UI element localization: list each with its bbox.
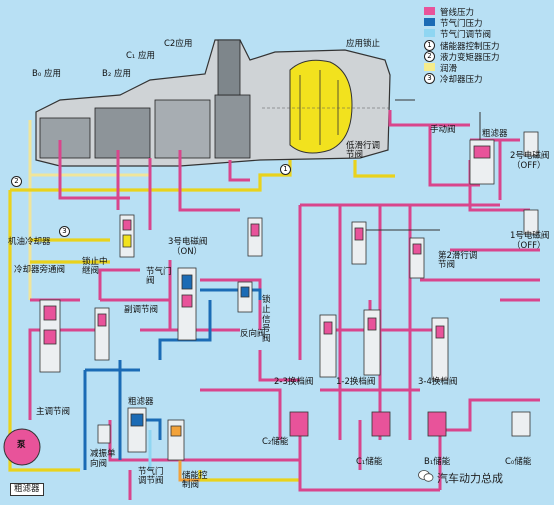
accumulators bbox=[289, 411, 531, 437]
label-shift-2-3: 2-3换档阀 bbox=[274, 377, 314, 387]
label-primary-regulator: 主调节阀 bbox=[36, 407, 71, 417]
legend-item: 节气门调节阀 bbox=[424, 28, 552, 41]
label-lockup-relay: 锁止中继阀 bbox=[82, 257, 108, 277]
legend-label: 节气门压力 bbox=[440, 19, 483, 30]
label-b1-accumulator: B₁储能 bbox=[424, 457, 451, 467]
label-strainer-mid: 粗滤器 bbox=[128, 397, 154, 407]
label-reverse-valve: 反向阀 bbox=[240, 329, 266, 339]
legend-label: 储能器控制压力 bbox=[440, 41, 500, 52]
legend-label: 液力变矩器压力 bbox=[440, 52, 500, 63]
legend-item: 3 冷却器压力 bbox=[424, 73, 552, 86]
label-solenoid-2: 2号电磁阀 bbox=[510, 151, 550, 161]
legend-label: 节气门调节阀 bbox=[440, 30, 492, 41]
label-solenoid-2-state: （OFF） bbox=[512, 161, 546, 171]
label-shift-1-2: 1-2换档阀 bbox=[336, 377, 376, 387]
legend-number: 1 bbox=[424, 39, 435, 51]
legend-swatch bbox=[424, 7, 435, 15]
label-lockup-signal: 锁止信号阀 bbox=[262, 295, 271, 345]
legend-label: 冷却器压力 bbox=[440, 75, 483, 86]
label-solenoid-1: 1号电磁阀 bbox=[510, 231, 550, 241]
label-pump: 泵 bbox=[17, 440, 26, 450]
wechat-icon bbox=[418, 470, 434, 482]
legend-item: 润滑 bbox=[424, 62, 552, 74]
label-manual-valve: 手动阀 bbox=[430, 125, 456, 135]
label-strainer-bottom: 粗滤器 bbox=[10, 483, 44, 497]
legend-swatch bbox=[424, 18, 435, 27]
label-throttle-valve: 节气门阀 bbox=[146, 267, 172, 287]
label-strainer-top: 粗滤器 bbox=[482, 129, 508, 139]
converter-lines bbox=[8, 160, 395, 482]
label-oil-cooler: 机油冷却器 bbox=[8, 237, 51, 247]
label-solenoid-1-state: （OFF） bbox=[512, 241, 546, 251]
marker-3: 3 bbox=[59, 226, 70, 237]
label-lockup-apply: 应用锁止 bbox=[346, 39, 381, 49]
legend-label: 管线压力 bbox=[440, 8, 475, 18]
label-second-coast-modulator: 第2滑行调节阀 bbox=[438, 251, 478, 271]
legend-number: 2 bbox=[424, 50, 435, 62]
label-cooler-bypass: 冷却器旁通阀 bbox=[14, 265, 66, 275]
label-c1-accumulator: C₁储能 bbox=[356, 457, 383, 467]
transmission-housing bbox=[35, 39, 391, 167]
label-solenoid-3-state: （ON） bbox=[172, 247, 203, 257]
valve-bodies bbox=[39, 139, 495, 461]
label-c2-accumulator: C₂储能 bbox=[262, 437, 289, 447]
label-low-coast-modulator: 低滑行调节阀 bbox=[346, 141, 381, 161]
label-c0-accumulator: C₀储能 bbox=[505, 457, 532, 467]
label-b2-apply: B₂ 应用 bbox=[102, 69, 131, 79]
legend-number: 3 bbox=[424, 73, 435, 85]
label-secondary-regulator: 副调节阀 bbox=[124, 305, 159, 315]
legend-item: 1 储能器控制压力 bbox=[424, 39, 552, 52]
oil-pump bbox=[3, 428, 41, 466]
label-b0-apply: B₀ 应用 bbox=[32, 69, 61, 79]
legend-item: 管线压力 bbox=[424, 6, 552, 18]
legend-swatch bbox=[424, 29, 435, 38]
label-accumulator-control: 储能控制阀 bbox=[182, 471, 208, 491]
legend-item: 节气门压力 bbox=[424, 17, 552, 30]
label-shift-3-4: 3-4换档阀 bbox=[418, 377, 458, 387]
label-c2-apply: C2应用 bbox=[164, 39, 193, 49]
legend-swatch bbox=[424, 62, 435, 71]
legend-item: 2 液力变矩器压力 bbox=[424, 50, 552, 63]
label-throttle-modulator: 节气门调节阀 bbox=[138, 467, 164, 487]
label-c1-apply: C₁ 应用 bbox=[126, 51, 156, 61]
label-damper-check-valve: 减振单向阀 bbox=[90, 449, 116, 469]
marker-2: 2 bbox=[11, 176, 22, 187]
label-solenoid-3: 3号电磁阀 bbox=[168, 237, 208, 247]
lube-lines bbox=[28, 120, 150, 300]
solenoids bbox=[523, 131, 539, 235]
watermark: 汽车动力总成 bbox=[437, 472, 503, 485]
legend-label: 润滑 bbox=[440, 63, 458, 74]
marker-1: 1 bbox=[280, 164, 291, 175]
legend: 管线压力节气门压力节气门调节阀 1 储能器控制压力 2 液力变矩器压力润滑 3 冷却器压力 bbox=[424, 6, 552, 86]
